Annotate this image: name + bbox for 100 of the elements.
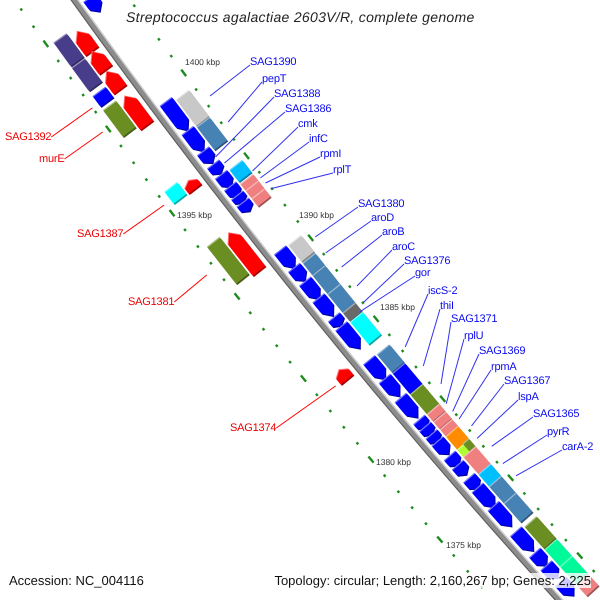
gene-label: SAG1371 xyxy=(451,313,498,325)
gene-block xyxy=(312,293,334,318)
leader-line xyxy=(210,64,250,96)
gene-block xyxy=(335,321,361,350)
gene-label: SAG1365 xyxy=(533,408,580,420)
gene-block xyxy=(298,276,321,300)
leader-line xyxy=(271,172,334,189)
gene-block xyxy=(206,159,224,176)
gene-block xyxy=(196,146,216,164)
gene-block xyxy=(160,96,190,132)
gene-label: SAG1367 xyxy=(504,375,550,387)
leader-line xyxy=(174,274,208,302)
leader-line xyxy=(215,96,274,158)
gene-label: SAG1388 xyxy=(274,88,320,100)
gene-block xyxy=(288,262,308,282)
gene-label: infC xyxy=(309,133,328,145)
gene-label: murE xyxy=(39,153,64,165)
scale-label: 1375 kbp xyxy=(446,540,481,550)
leader-line xyxy=(260,142,310,178)
leader-line xyxy=(491,416,534,447)
gene-bar xyxy=(251,188,272,208)
leader-line xyxy=(452,354,480,412)
gene-block xyxy=(184,178,202,195)
leader-line xyxy=(228,82,262,122)
gene-label: rpmA xyxy=(491,361,516,373)
gene-label: SAG1387 xyxy=(77,228,124,240)
gene-label: SAG1380 xyxy=(358,198,404,210)
gene-label: pyrR xyxy=(547,426,570,438)
scale-label: 1395 kbp xyxy=(177,210,212,220)
leader-line xyxy=(224,112,286,164)
gene-label: rpmI xyxy=(320,148,342,160)
gene-block xyxy=(394,392,418,419)
gene-label: SAG1369 xyxy=(479,345,526,357)
gene-bar xyxy=(206,236,250,286)
gene-block xyxy=(378,374,400,398)
leader-line xyxy=(516,450,562,476)
gene-label: gor xyxy=(415,267,430,279)
gene-label: aroB xyxy=(382,226,404,238)
gene-block xyxy=(363,355,386,380)
gene-block xyxy=(510,526,534,552)
scale-label: 1385 kbp xyxy=(380,302,415,312)
gene-label: rplU xyxy=(464,330,484,342)
gene-bar xyxy=(53,33,85,68)
leader-line xyxy=(64,132,104,160)
leader-line xyxy=(440,322,452,384)
leader-line xyxy=(476,400,518,439)
gene-block xyxy=(181,126,205,152)
gene-block xyxy=(472,482,496,508)
gene-label: lspA xyxy=(518,391,539,403)
leader-line xyxy=(422,308,440,366)
leader-line xyxy=(314,206,358,238)
leader-line xyxy=(325,220,372,254)
gene-block xyxy=(274,245,296,270)
leader-line xyxy=(471,384,504,426)
leader-line xyxy=(341,234,382,268)
gene-bar xyxy=(102,100,137,138)
gene-label: SAG1381 xyxy=(128,296,174,308)
leader-line xyxy=(360,276,416,312)
leader-line xyxy=(362,264,404,304)
leader-line xyxy=(404,294,428,348)
gene-label: rplT xyxy=(333,164,352,176)
gene-label: SAG1386 xyxy=(285,103,332,115)
gene-label: SAG1376 xyxy=(404,255,450,267)
accession-text: Accession: NC_004116 xyxy=(9,573,144,588)
gene-label: aroC xyxy=(392,241,416,253)
gene-label: iscS-2 xyxy=(428,285,458,297)
map-title: Streptococcus agalactiae 2603V/R, complete genome xyxy=(126,9,475,25)
gene-label: thiI xyxy=(440,300,454,312)
gene-block xyxy=(463,472,482,490)
leader-line xyxy=(458,370,492,420)
leader-line xyxy=(122,204,165,234)
gene-label: cmk xyxy=(298,118,318,130)
gene-bar xyxy=(92,86,114,108)
leader-line xyxy=(276,385,336,428)
gene-block xyxy=(236,198,254,214)
leader-line xyxy=(356,250,392,286)
leader-line xyxy=(50,107,93,138)
gene-block xyxy=(83,0,102,13)
gene-label: SAG1392 xyxy=(5,131,52,143)
gene-block xyxy=(336,368,354,386)
gene-block xyxy=(488,500,512,528)
leader-line xyxy=(502,434,548,464)
gene-block xyxy=(528,548,548,567)
gene-label: SAG1374 xyxy=(230,422,276,434)
gene-block xyxy=(105,70,128,96)
gene-block xyxy=(431,436,451,456)
gene-bar xyxy=(71,58,103,92)
gene-label: carA-2 xyxy=(562,441,594,453)
gene-block xyxy=(328,312,345,328)
gene-label: SAG1390 xyxy=(250,56,296,68)
gene-bar xyxy=(164,182,188,205)
gene-block xyxy=(214,170,234,188)
gene-block xyxy=(452,460,470,477)
gene-label: pepT xyxy=(262,73,286,85)
leader-line xyxy=(446,338,464,404)
scale-label: 1390 kbp xyxy=(299,210,334,220)
leader-line xyxy=(265,156,320,184)
leader-line xyxy=(252,126,298,172)
gene-label: aroD xyxy=(371,212,394,224)
scale-label: 1400 kbp xyxy=(185,57,220,67)
